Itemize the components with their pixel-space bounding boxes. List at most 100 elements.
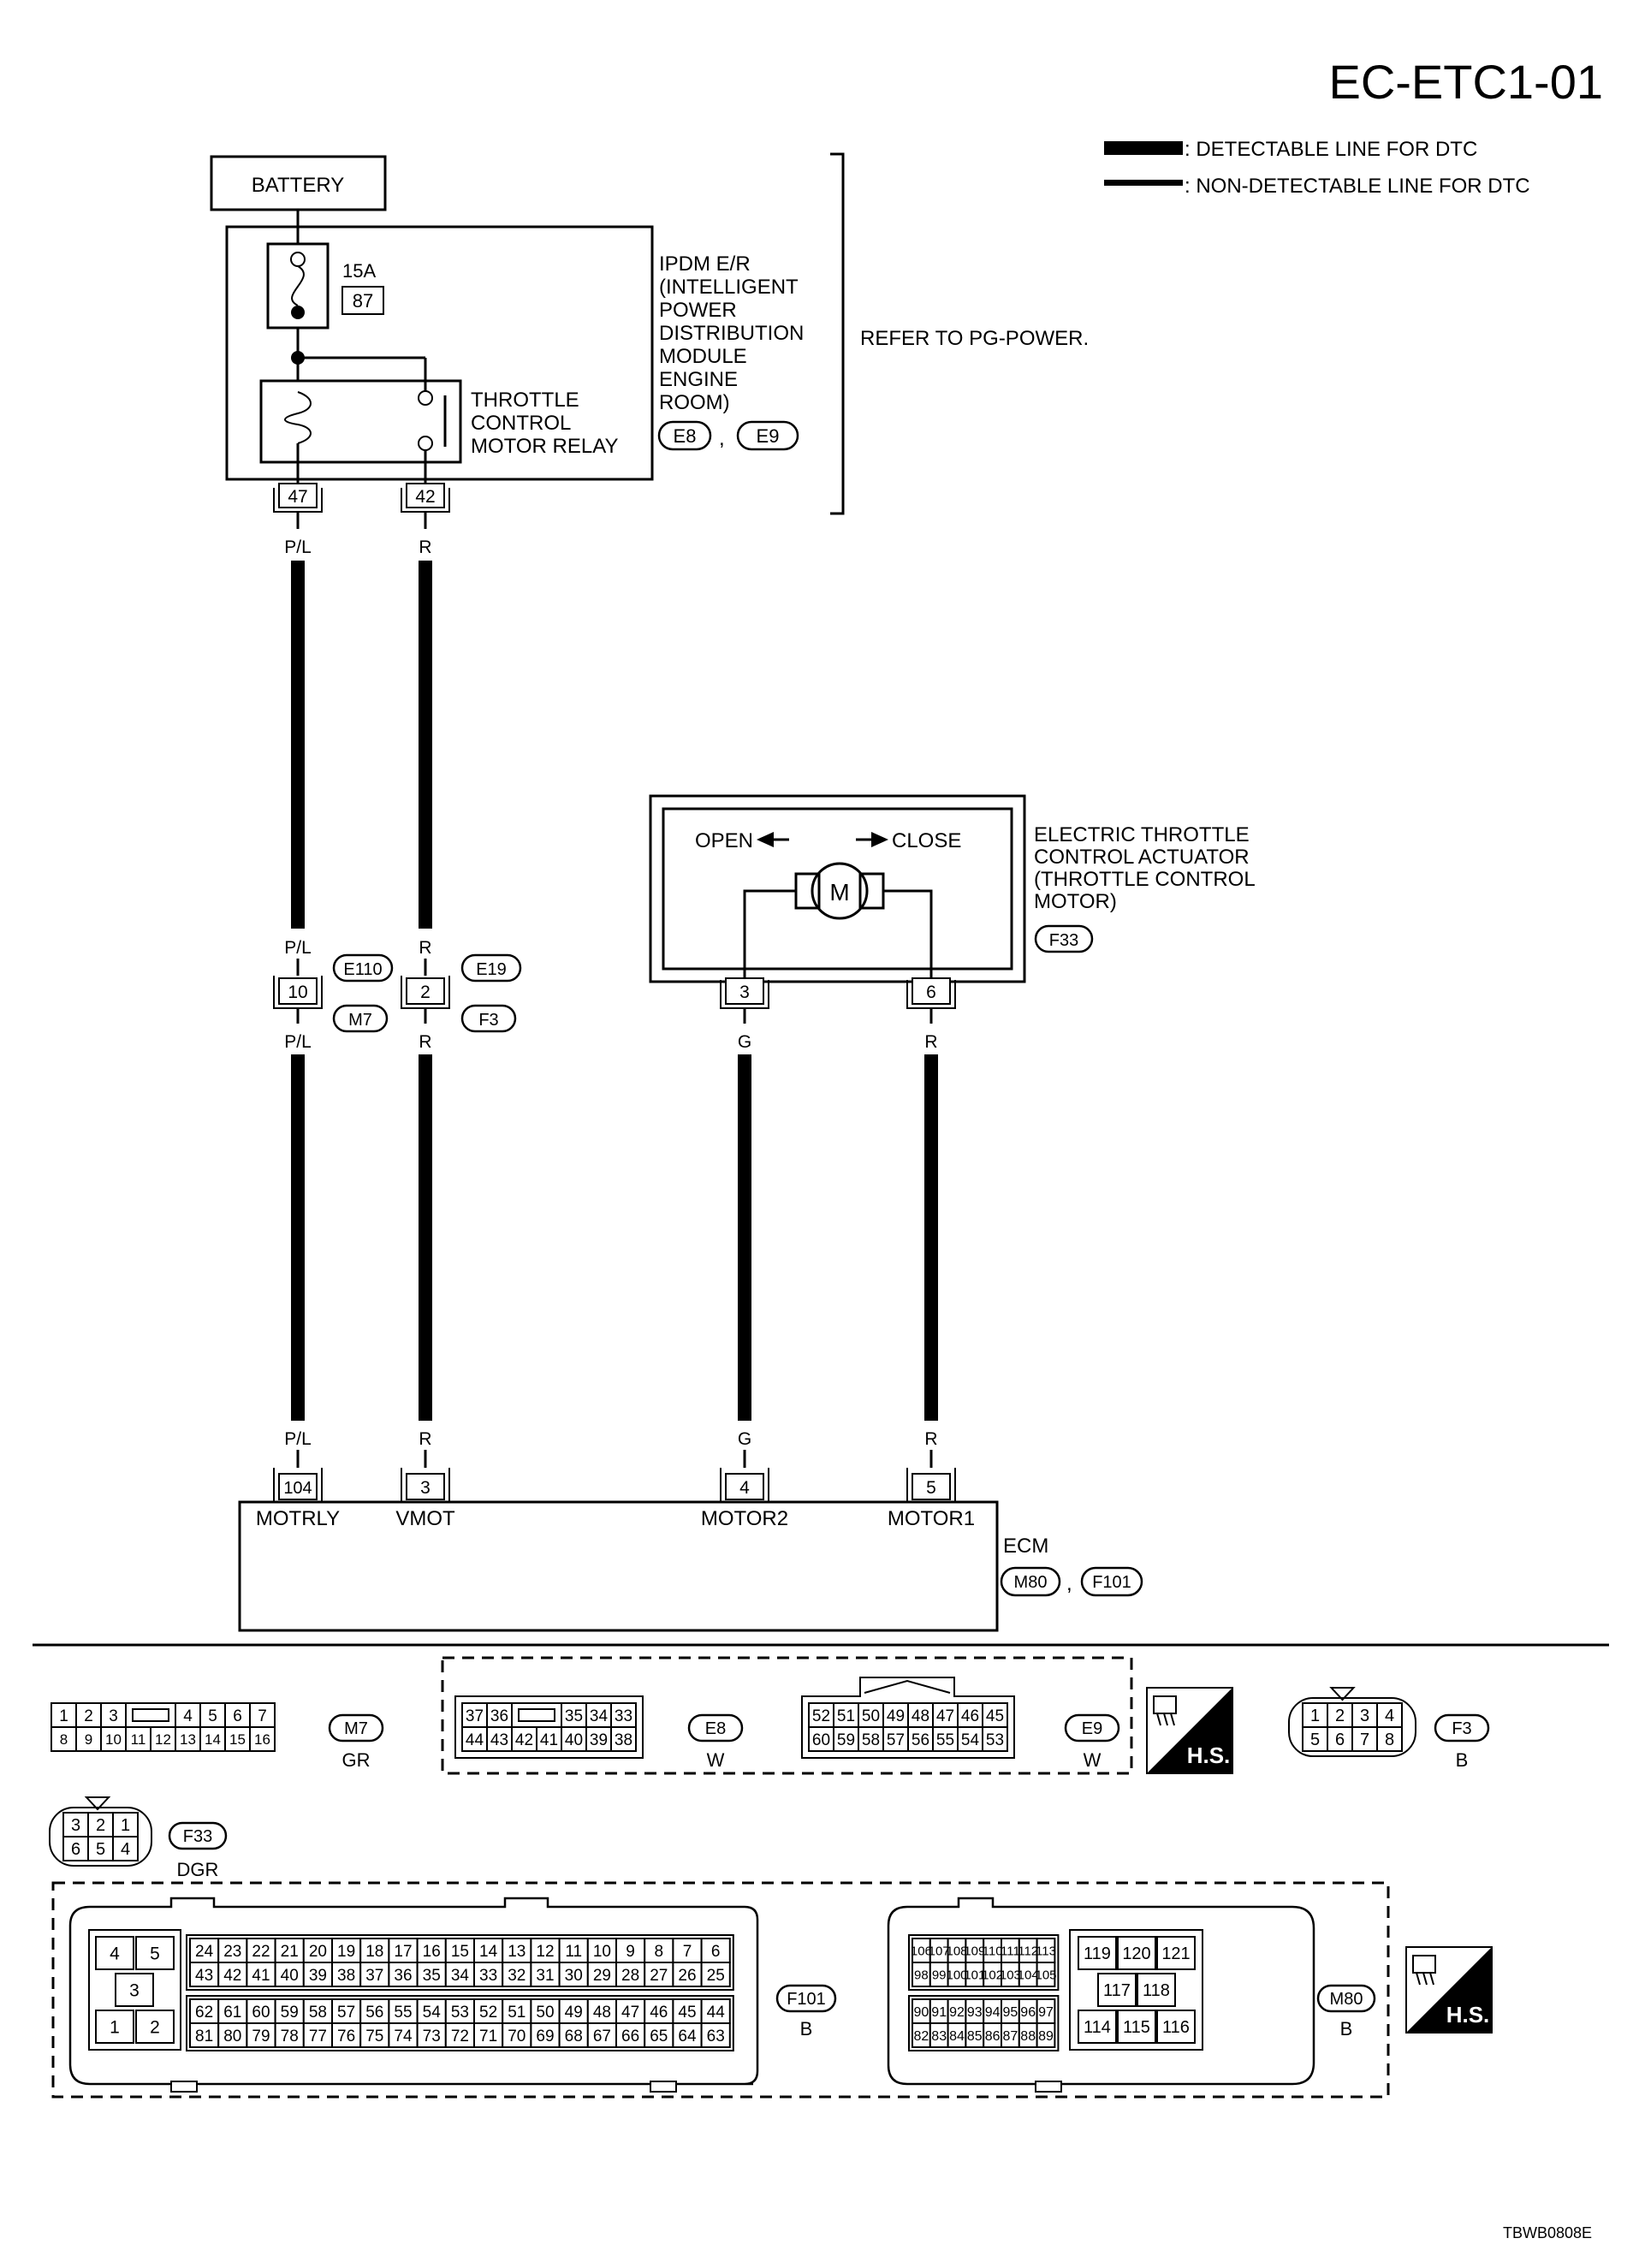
wire-color-pl-4: P/L [284,1429,312,1449]
f101-pin: 79 [252,2028,270,2045]
m7-pin: 6 [233,1707,242,1725]
f33-color: DGR [177,1859,219,1880]
f33-pin: 5 [96,1840,105,1859]
f101-pin: 24 [195,1943,214,1961]
ipdm-terminals: 47 42 [273,483,450,513]
f101-cell [135,2010,175,2044]
f33-pin: 1 [121,1816,130,1835]
e8-pin: 43 [490,1731,508,1749]
refer-text: REFER TO PG-POWER. [860,327,1089,350]
f101-cell [644,2022,674,2048]
fuse-number: 87 [353,290,373,312]
f101-cell [388,1998,419,2024]
f101-pin: 32 [508,1967,526,1985]
f101-pin: 45 [678,2004,696,2022]
actuator-terminals: 3 6 [720,977,956,1009]
ipdm-label: IPDM E/R (INTELLIGENT POWER DISTRIBUTION… [657,252,804,451]
f33-cell [87,1812,114,1838]
f101-pin: 47 [621,2004,639,2022]
m80-pin: 99 [932,1968,947,1982]
f101-pin: 28 [621,1967,639,1985]
m80-pin: 89 [1038,2029,1054,2044]
m80-pin: 88 [1020,2029,1036,2044]
m7-color: GR [342,1749,371,1771]
f101-pin: 46 [650,2004,668,2022]
wire-color-pl-1: P/L [284,537,312,557]
m80-pin: 91 [931,2005,947,2020]
f101-pin: 80 [223,2028,241,2045]
page-code: EC-ETC1-01 [1328,55,1603,109]
f101-pin: 19 [337,1943,355,1961]
legend-detectable-swatch [1104,141,1183,155]
f101-pin: 18 [365,1943,383,1961]
f101-pin: 22 [252,1943,270,1961]
f101-cell [672,1998,703,2024]
f101-cell [95,2010,134,2044]
m7-pin: 5 [208,1707,217,1725]
f101-pin: 62 [195,2004,213,2022]
e8-pin: 35 [565,1707,583,1725]
m80-pin: 110 [983,1944,1003,1958]
f101-pin: 81 [195,2028,213,2045]
ecm-connector-f101: F101 [1092,1573,1131,1592]
f101-pin: 48 [593,2004,611,2022]
f101-pin: 75 [365,2028,383,2045]
ecm-pin-motor1: MOTOR1 [888,1507,975,1530]
m7-pin: 15 [229,1731,246,1748]
terminal-47: 47 [288,487,307,507]
f101-pin: 39 [309,1967,327,1985]
wire-color-g-1: G [738,1032,751,1052]
m80-pin: 111 [1001,1944,1020,1958]
e9-cell [982,1726,1008,1752]
f101-pin: 33 [479,1967,497,1985]
e8-bubble [687,1713,744,1743]
f101-pin: 43 [195,1967,213,1985]
m7-cell [249,1726,276,1752]
ipdm-line-3: POWER [659,299,737,322]
f101-pin: 1 [110,2018,120,2038]
joint-bubbles: E110 M7 E19 F3 [332,953,522,1033]
f101-cell [274,1962,305,1987]
m80-pin: 103 [1000,1968,1021,1982]
ecm-connector-sep: , [1066,1572,1072,1595]
f3-pin: 3 [1360,1707,1369,1725]
m80-cell [1078,1936,1117,1970]
f101-cell [586,1962,617,1987]
m80-cell [1097,1973,1137,2007]
f3-id: F3 [1452,1719,1471,1738]
m7-pin: 2 [84,1707,93,1725]
ecm-name: ECM [1003,1535,1048,1558]
relay-line-3: MOTOR RELAY [471,435,618,458]
f101-cell [700,1938,731,1963]
f101-pin: 70 [508,2028,526,2045]
f101-pin: 56 [365,2004,383,2022]
wire-color-r-2: R [419,938,431,958]
f101-pin: 68 [565,2028,583,2045]
e8-pin: 42 [515,1731,533,1749]
f33-bubble [168,1821,228,1850]
e8-pin: 44 [466,1731,484,1749]
e8-cell [511,1726,537,1752]
m80-pin: 117 [1103,1981,1131,2000]
e9-bubble [1064,1713,1120,1743]
terminal-2: 2 [420,983,431,1002]
legend: : DETECTABLE LINE FOR DTC : NON-DETECTAB… [1104,138,1530,198]
actuator-line-1: ELECTRIC THROTTLE [1034,823,1250,846]
f101-pin: 52 [479,2004,497,2022]
e9-pin: 50 [862,1707,880,1725]
legend-non-detectable-swatch [1104,180,1183,186]
wire-color-r-6: R [924,1429,937,1449]
f101-cell [331,1962,362,1987]
f33-pin: 2 [96,1816,105,1835]
f101-cell [444,2022,475,2048]
m80-pin: 84 [949,2029,965,2044]
f101-cell [502,2022,532,2048]
m80-cell [1036,2022,1056,2048]
ecm-pin-motrly: MOTRLY [256,1507,340,1530]
f101-pin: 20 [309,1943,327,1961]
hs-icon-2-label: H.S. [1446,2002,1490,2028]
legend-detectable-text: : DETECTABLE LINE FOR DTC [1185,138,1477,161]
joint-e110: E110 [343,960,382,979]
f101-pin: 76 [337,2028,355,2045]
